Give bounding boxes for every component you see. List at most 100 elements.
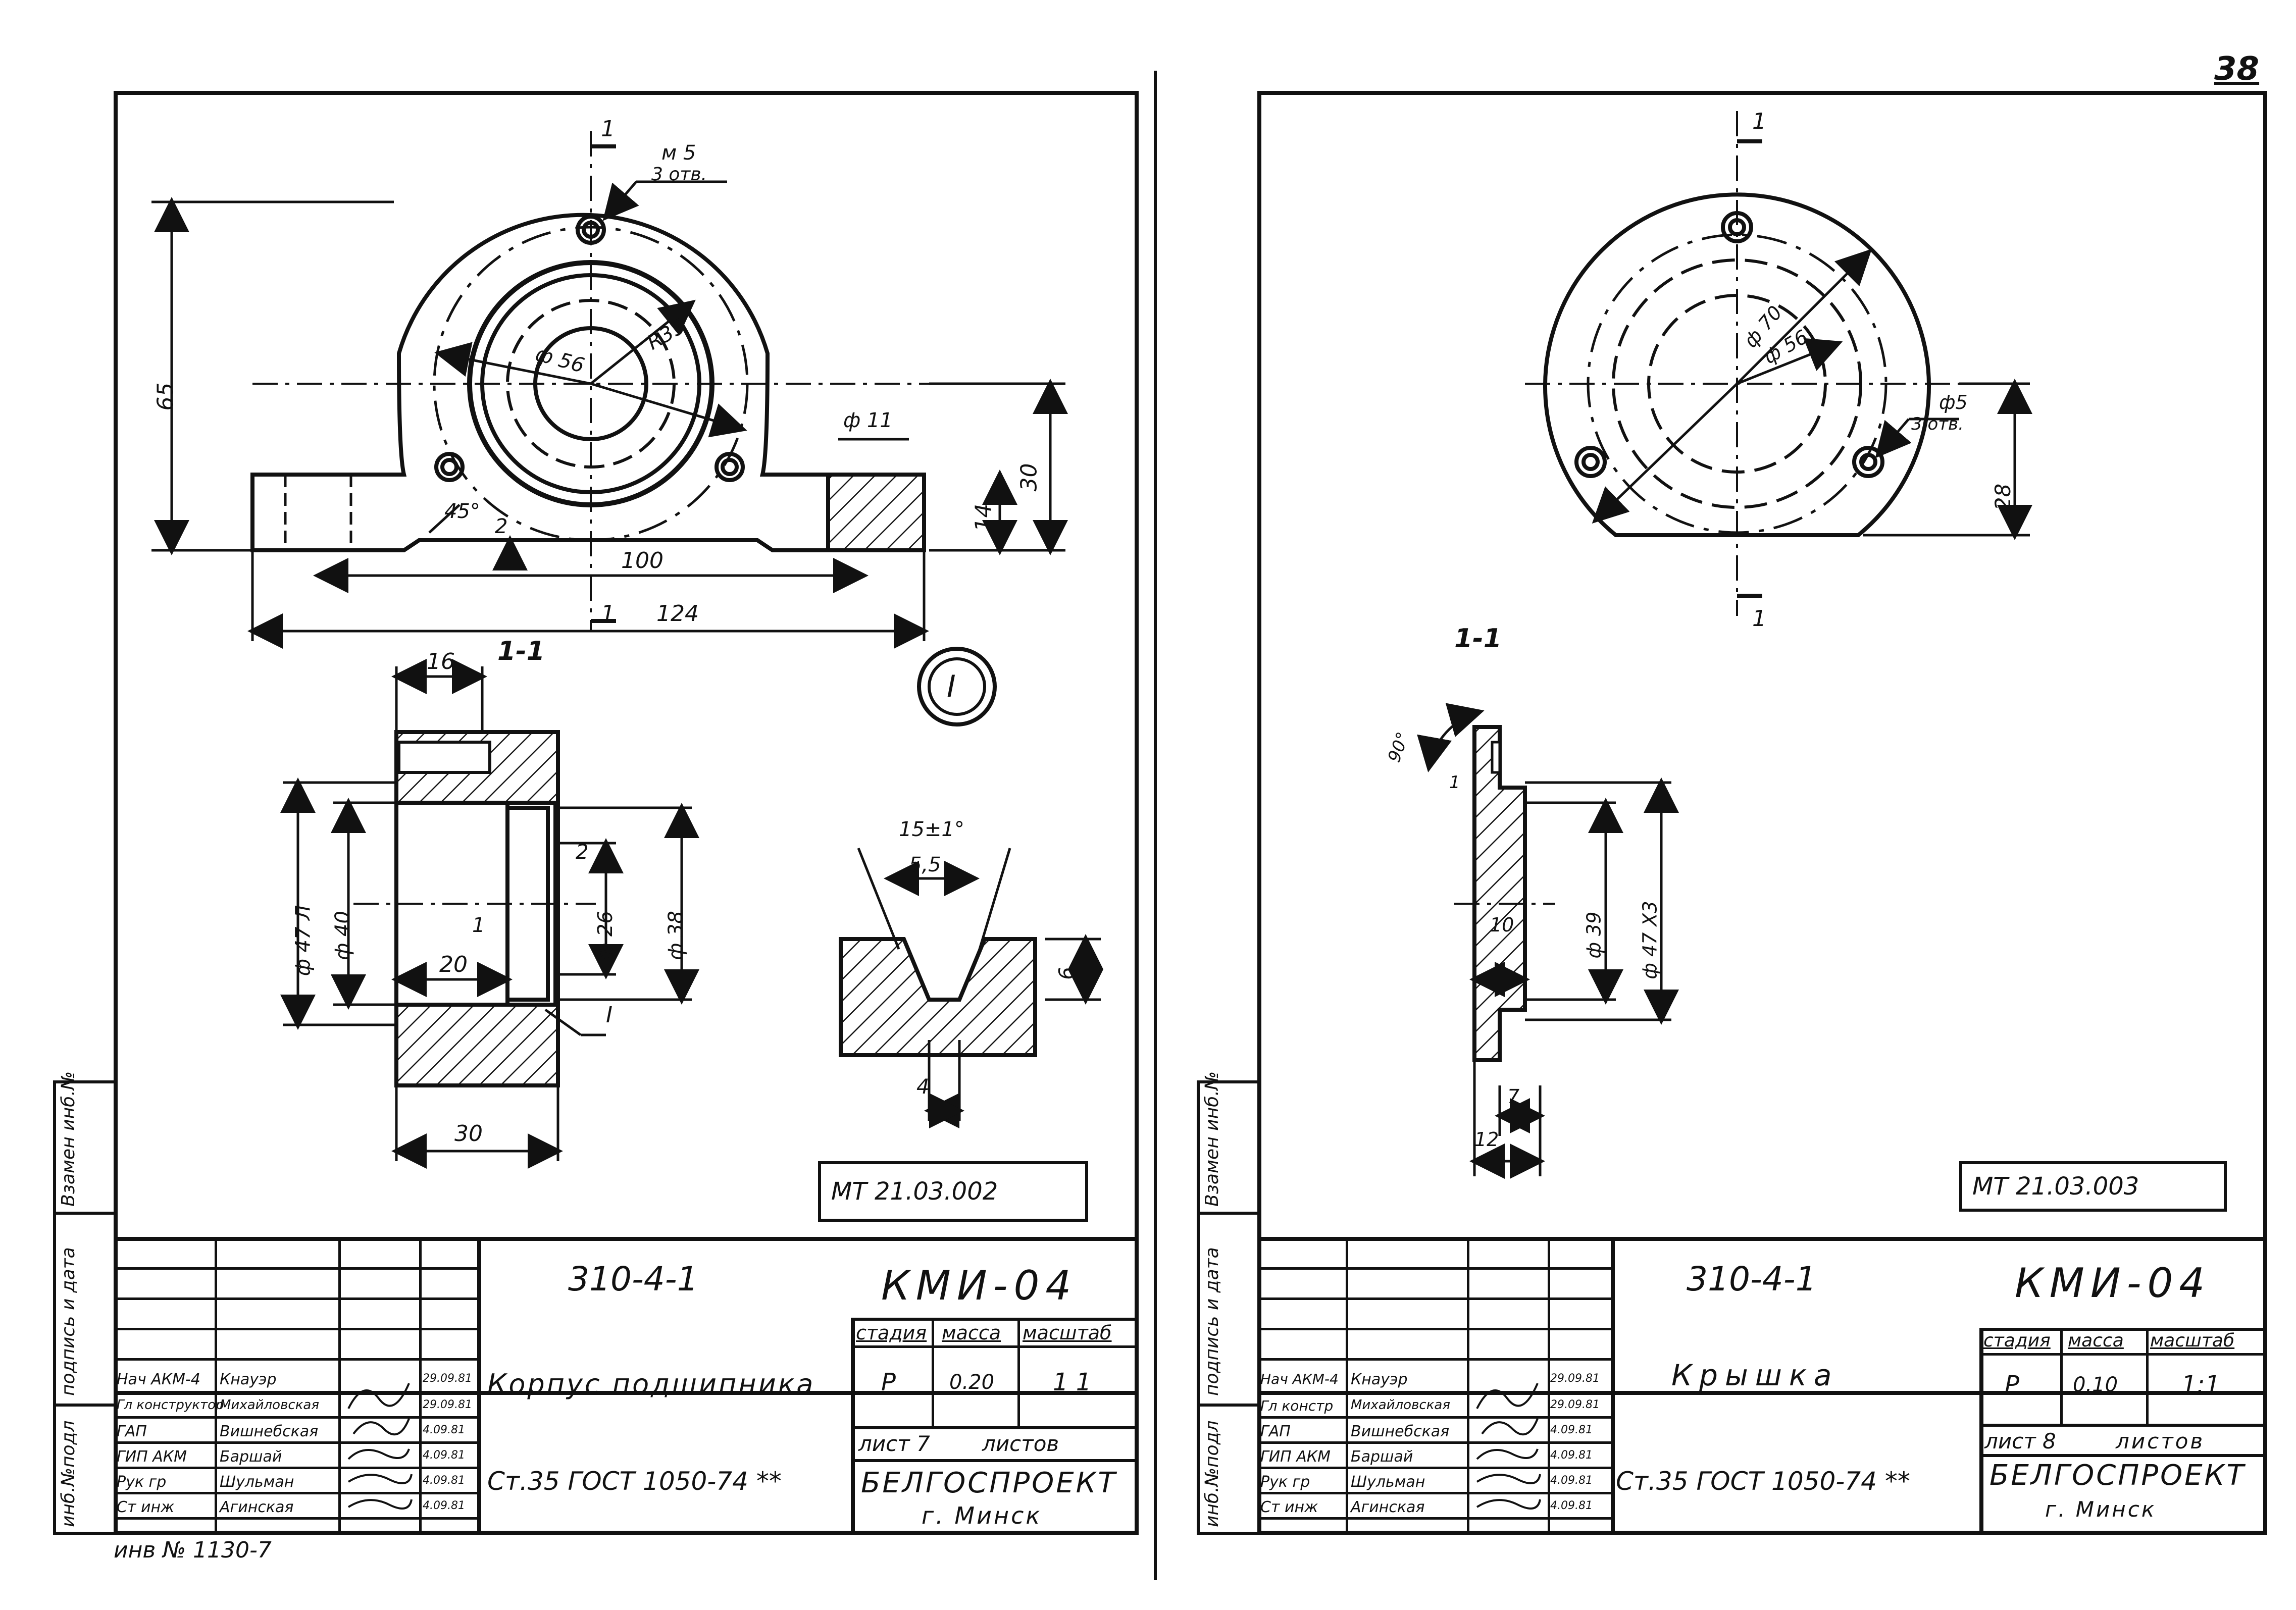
dim-height-28: 28 bbox=[1991, 483, 2016, 511]
sheets-left: листов bbox=[982, 1431, 1059, 1456]
doc-code-left: МТ 21.03.002 bbox=[818, 1161, 1088, 1222]
groove-width-55: 5,5 bbox=[909, 853, 941, 876]
detail-view-marker: I bbox=[947, 669, 956, 704]
groove-angle: 15±1° bbox=[899, 818, 964, 841]
dim-dia-5: ф5 bbox=[1939, 391, 1968, 413]
inventory-note: инв № 1130-7 bbox=[114, 1537, 272, 1563]
staff-role: ГИП АКМ bbox=[117, 1448, 187, 1466]
dim-width-16: 16 bbox=[427, 649, 455, 674]
staff-date: 4.09.81 bbox=[1550, 1474, 1593, 1487]
signatures-left bbox=[347, 1383, 413, 1510]
step-2: 2 bbox=[576, 841, 589, 864]
hdr-scale-right: масштаб bbox=[2150, 1330, 2235, 1351]
mass-right: 0.10 bbox=[2073, 1373, 2118, 1396]
staff-name: Баршай bbox=[220, 1448, 282, 1466]
groove-depth-6: 6 bbox=[1055, 967, 1079, 980]
stage-right: Р bbox=[2005, 1371, 2019, 1399]
housing-front-view bbox=[151, 131, 1068, 649]
thread-m5: м 5 bbox=[661, 141, 696, 165]
staff-role: Ст инж bbox=[117, 1498, 175, 1516]
staff-date: 4.09.81 bbox=[1550, 1424, 1593, 1436]
scale-right: 1:1 bbox=[2181, 1371, 2221, 1399]
side-label-replace-left: Взамен инб.№ bbox=[58, 1071, 79, 1207]
side-label-replace-right: Взамен инб.№ bbox=[1202, 1071, 1222, 1207]
staff-role: Нач АКМ-4 bbox=[117, 1371, 200, 1388]
side-label-inv-left: инб.№подл bbox=[58, 1420, 79, 1527]
staff-role: Нач АКМ-4 bbox=[1260, 1371, 1339, 1387]
staff-role: Гл констр bbox=[1260, 1397, 1334, 1414]
staff-role: Рук гр bbox=[1260, 1473, 1310, 1491]
series-right: КМИ-04 bbox=[2015, 1260, 2211, 1307]
hdr-stage-left: стадия bbox=[856, 1322, 927, 1344]
cover-front-view bbox=[1525, 111, 2032, 616]
section-mark-bottom-cover: 1 bbox=[1752, 606, 1766, 632]
title-block-right: 310-4-1 КМИ-04 стадия масса масштаб Р 0.… bbox=[1257, 1237, 2267, 1535]
cover-section-view bbox=[1417, 703, 1679, 1179]
detail-callout: I bbox=[606, 1002, 613, 1028]
dim-dia-47: ф 47 Л bbox=[291, 905, 315, 976]
staff-name: Баршай bbox=[1351, 1448, 1413, 1466]
staff-name: Михайловская bbox=[220, 1397, 319, 1413]
dim-dia-47-cover: ф 47 Х3 bbox=[1639, 901, 1661, 979]
dim-width-30: 30 bbox=[454, 1121, 483, 1147]
staff-name: Агинская bbox=[220, 1498, 294, 1516]
staff-date: 4.09.81 bbox=[423, 1499, 465, 1512]
holes-note: 3 отв. bbox=[651, 164, 707, 185]
mass-left: 0.20 bbox=[949, 1371, 995, 1394]
sheets-right: листов bbox=[2116, 1429, 2205, 1453]
hdr-mass-left: масса bbox=[942, 1322, 1001, 1344]
groove-bottom-4: 4 bbox=[916, 1075, 930, 1099]
staff-role: ГАП bbox=[117, 1423, 147, 1440]
org-left: БЕЛГОСПРОЕКТ bbox=[861, 1467, 1117, 1499]
staff-date: 29.09.81 bbox=[423, 1398, 472, 1411]
staff-name: Кнауэр bbox=[220, 1371, 277, 1388]
staff-name: Шульман bbox=[1351, 1473, 1425, 1491]
dim-dia-39: ф 39 bbox=[1583, 911, 1605, 959]
title-block-left: 310-4-1 КМИ-04 стадия масса масштаб Р 0.… bbox=[114, 1237, 1139, 1535]
project-number-right: 310-4-1 bbox=[1687, 1260, 1817, 1299]
material-left: Ст.35 ГОСТ 1050-74 ** bbox=[487, 1467, 782, 1496]
holes-note-cover: 3 отв. bbox=[1911, 414, 1964, 434]
staff-date: 4.09.81 bbox=[423, 1449, 465, 1462]
hdr-stage-right: стадия bbox=[1983, 1330, 2051, 1351]
section-mark-bottom: 1 bbox=[601, 601, 615, 627]
signatures-right bbox=[1476, 1383, 1541, 1510]
staff-name: Кнауэр bbox=[1351, 1371, 1408, 1388]
section-title-left: 1-1 bbox=[497, 636, 545, 666]
project-number-left: 310-4-1 bbox=[568, 1260, 698, 1299]
left-sheet-frame bbox=[114, 91, 1139, 1535]
org-right: БЕЛГОСПРОЕКТ bbox=[1989, 1459, 2246, 1492]
sheet-left: лист 7 bbox=[858, 1431, 930, 1456]
staff-date: 29.09.81 bbox=[1550, 1398, 1600, 1411]
staff-role: Рук гр bbox=[117, 1473, 167, 1491]
doc-code-right: МТ 21.03.003 bbox=[1959, 1161, 2227, 1212]
staff-date: 4.09.81 bbox=[1550, 1499, 1593, 1512]
staff-date: 4.09.81 bbox=[1550, 1449, 1593, 1462]
housing-section-view bbox=[280, 659, 699, 1169]
part-title-right: Крышка bbox=[1671, 1358, 1839, 1392]
staff-role: ГАП bbox=[1260, 1423, 1291, 1440]
staff-name: Вишнебская bbox=[1351, 1423, 1450, 1440]
staff-date: 29.09.81 bbox=[423, 1372, 472, 1385]
dim-dia-40: ф 40 bbox=[331, 911, 354, 960]
step-1: 1 bbox=[472, 914, 485, 937]
staff-role: Ст инж bbox=[1260, 1498, 1318, 1516]
dim-dia-26: ф 26 bbox=[593, 911, 617, 960]
section-title-right: 1-1 bbox=[1454, 624, 1502, 654]
staff-name: Михайловская bbox=[1351, 1397, 1450, 1413]
section-mark-top: 1 bbox=[601, 116, 615, 142]
staff-role: Гл конструктор bbox=[117, 1397, 224, 1413]
staff-date: 4.09.81 bbox=[423, 1474, 465, 1487]
staff-date: 29.09.81 bbox=[1550, 1372, 1600, 1385]
page-number: 38 bbox=[2214, 50, 2260, 88]
dim-dia-38: ф 38 bbox=[664, 911, 688, 960]
dim-width-10: 10 bbox=[1490, 914, 1514, 936]
dim-height-30: 30 bbox=[1016, 463, 1042, 492]
gap-1-cover: 1 bbox=[1449, 772, 1460, 793]
dim-height-65: 65 bbox=[152, 382, 179, 411]
center-divider bbox=[1154, 71, 1157, 1580]
city-right: г. Минск bbox=[2045, 1497, 2157, 1522]
staff-name: Вишнебская bbox=[220, 1423, 319, 1440]
staff-role: ГИП АКМ bbox=[1260, 1448, 1331, 1466]
